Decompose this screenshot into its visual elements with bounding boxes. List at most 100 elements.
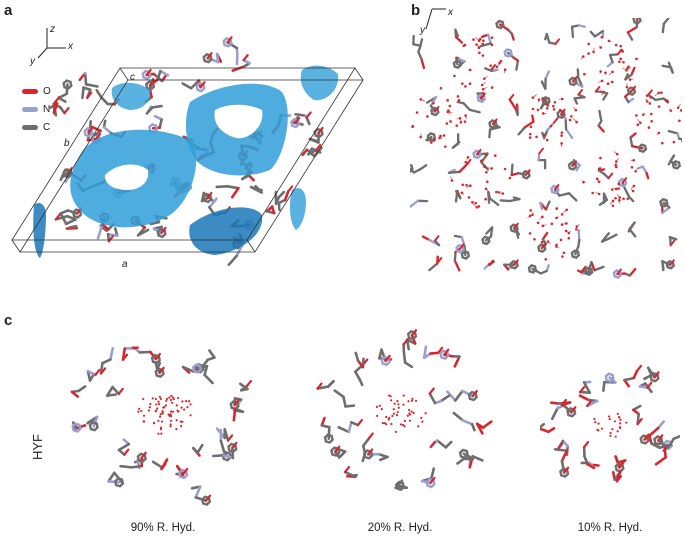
bond <box>158 118 163 130</box>
bond <box>650 426 660 436</box>
water-molecule <box>619 426 622 430</box>
water-molecule <box>565 222 568 225</box>
bond <box>581 265 587 273</box>
bond <box>508 98 517 109</box>
aromatic-ring <box>659 197 669 208</box>
bond <box>429 351 440 355</box>
bond <box>119 464 133 469</box>
water-molecule <box>159 412 162 416</box>
bond <box>645 98 648 102</box>
bond <box>598 80 603 83</box>
bond <box>661 259 665 272</box>
water-molecule <box>481 54 485 57</box>
bond <box>305 148 316 158</box>
bond <box>539 201 544 211</box>
bond <box>239 384 249 392</box>
bond <box>553 447 569 453</box>
bond <box>662 18 671 25</box>
bond <box>380 348 387 363</box>
water-molecule <box>168 414 171 417</box>
water-molecule <box>616 412 619 415</box>
bond <box>621 177 628 184</box>
bond <box>654 97 665 102</box>
bond <box>586 462 596 470</box>
bond <box>175 464 185 476</box>
bond <box>631 189 634 192</box>
water-molecule <box>461 183 465 187</box>
water-molecule <box>438 136 441 140</box>
bond <box>558 192 571 197</box>
bond <box>466 156 469 160</box>
water-molecule <box>165 397 169 401</box>
aromatic-ring <box>460 250 471 260</box>
unit-cell-box <box>11 67 364 253</box>
bond <box>130 464 144 469</box>
water-molecule <box>597 422 600 425</box>
oxygen-swatch <box>22 88 38 94</box>
bond <box>350 421 360 427</box>
bond <box>111 385 121 396</box>
bond <box>95 89 103 99</box>
cluster-20-percent <box>316 329 493 492</box>
bond <box>578 394 590 402</box>
water-molecule <box>611 188 614 191</box>
bond <box>624 73 629 81</box>
bond <box>123 448 130 456</box>
bond <box>654 456 667 466</box>
water-molecule <box>408 413 412 416</box>
water-molecule <box>619 422 622 425</box>
bond <box>223 428 230 442</box>
bond <box>628 267 637 277</box>
bond <box>667 61 674 74</box>
bond <box>145 106 154 115</box>
water-molecule <box>611 204 615 208</box>
axis-y-label: y <box>29 56 36 67</box>
water-molecule <box>410 399 414 402</box>
bond <box>435 439 448 449</box>
bond <box>454 190 462 200</box>
water-molecule <box>169 425 172 428</box>
bond <box>499 199 512 203</box>
water-molecule <box>608 415 611 418</box>
bond <box>545 32 551 44</box>
water-molecule <box>444 145 447 148</box>
water-molecule <box>456 56 459 60</box>
water-molecule <box>412 411 415 415</box>
bond <box>470 201 473 203</box>
water-molecule <box>172 398 175 401</box>
bond <box>428 392 437 405</box>
water-molecule <box>159 428 163 431</box>
bond <box>653 371 660 379</box>
water-molecule <box>433 138 436 141</box>
bond <box>203 373 214 385</box>
water-molecule <box>587 42 590 46</box>
water-molecule <box>635 114 638 117</box>
bond <box>635 364 643 373</box>
carbon-swatch <box>22 124 38 130</box>
bond <box>550 406 559 421</box>
water-molecule <box>535 135 538 139</box>
water-molecule <box>485 154 488 157</box>
bond <box>629 78 634 80</box>
bond <box>630 66 636 77</box>
water-molecule <box>175 419 178 422</box>
water-molecule <box>391 414 394 418</box>
water-molecule <box>495 190 498 194</box>
bond <box>54 213 61 221</box>
water-molecule <box>164 404 168 407</box>
bond <box>86 369 97 377</box>
bond <box>151 104 163 109</box>
bond <box>453 355 461 368</box>
water-molecule <box>448 104 452 108</box>
bond <box>667 129 679 135</box>
bond <box>570 406 577 414</box>
bond <box>283 190 290 202</box>
bond <box>117 448 126 456</box>
water-molecule <box>474 201 478 205</box>
water-molecule <box>187 400 191 403</box>
bond <box>194 485 202 499</box>
water-molecule <box>142 414 146 417</box>
water-molecule <box>619 57 622 61</box>
bond <box>631 185 635 189</box>
bond <box>433 239 441 247</box>
